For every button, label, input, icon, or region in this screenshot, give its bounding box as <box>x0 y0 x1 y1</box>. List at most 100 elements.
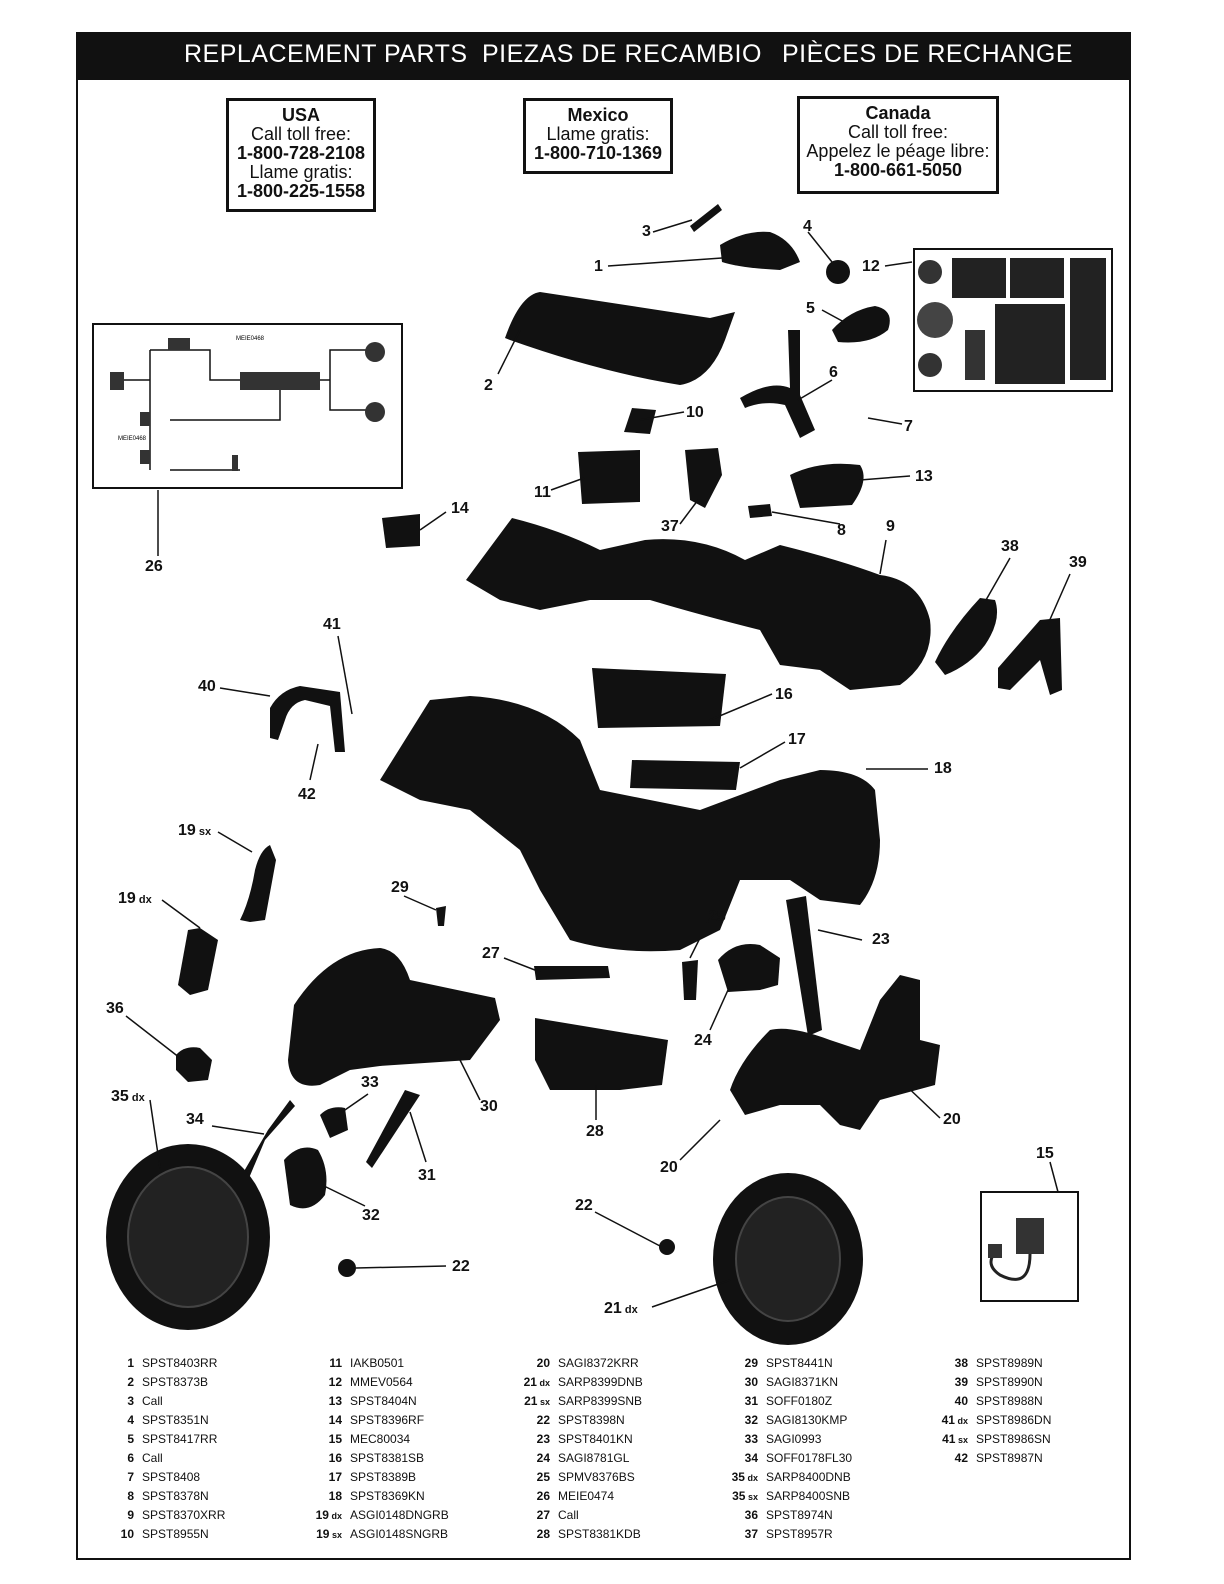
callout-number: 35 <box>111 1088 129 1105</box>
part-number: 41 sx <box>942 1432 968 1446</box>
callout-number: 28 <box>586 1123 604 1140</box>
callout-suffix: dx <box>135 894 152 906</box>
part-number: 1 <box>127 1356 134 1370</box>
part-code: SAGI8130KMP <box>766 1413 848 1427</box>
callout-42: 42 <box>298 786 316 804</box>
callout-number: 42 <box>298 786 316 803</box>
callout-number: 18 <box>934 760 952 777</box>
part-number: 39 <box>954 1375 968 1389</box>
callout-27: 27 <box>482 945 500 963</box>
callout-number: 41 <box>323 616 341 633</box>
mexico-phone1: 1-800-710-1369 <box>533 143 663 163</box>
callout-12: 12 <box>862 258 880 276</box>
callout-39: 39 <box>1069 554 1087 572</box>
callout-13: 13 <box>915 468 933 486</box>
callout-suffix: dx <box>621 1304 638 1316</box>
callout-number: 16 <box>775 686 793 703</box>
part-number: 7 <box>127 1470 134 1484</box>
canada-line2: Appelez le péage libre: <box>806 141 990 161</box>
part-number: 25 <box>536 1470 550 1484</box>
part-number: 17 <box>328 1470 342 1484</box>
part-number: 15 <box>328 1432 342 1446</box>
usa-phone2: 1-800-225-1558 <box>236 181 366 201</box>
part-code: SOFF0180Z <box>766 1394 833 1408</box>
part-number: 41 dx <box>941 1413 968 1427</box>
part-number: 34 <box>744 1451 758 1465</box>
callout-35-dx: 35 dx <box>111 1088 145 1106</box>
callout-number: 22 <box>575 1197 593 1214</box>
part-code: MEC80034 <box>350 1432 411 1446</box>
callout-number: 22 <box>452 1258 470 1275</box>
part-code: SPST8401KN <box>558 1432 633 1446</box>
wheels <box>106 1144 863 1345</box>
callout-7: 7 <box>904 418 913 436</box>
part-number: 38 <box>954 1356 968 1370</box>
part-number: 13 <box>328 1394 342 1408</box>
part-number: 14 <box>328 1413 342 1427</box>
callout-16: 16 <box>775 686 793 704</box>
charger-box <box>980 1191 1079 1302</box>
callout-suffix: sx <box>195 826 212 838</box>
part-number: 37 <box>744 1527 758 1541</box>
callout-number: 5 <box>806 300 815 317</box>
callout-22: 22 <box>575 1197 593 1215</box>
part-code: SARP8400SNB <box>766 1489 851 1503</box>
part-number: 16 <box>328 1451 342 1465</box>
part-number: 33 <box>744 1432 758 1446</box>
callout-25: 25 <box>708 908 726 926</box>
canada-phone1: 1-800-661-5050 <box>833 160 963 180</box>
callout-number: 26 <box>145 558 163 575</box>
part-number: 10 <box>120 1527 134 1541</box>
part-code: SPST8987N <box>976 1451 1043 1465</box>
part-number: 5 <box>127 1432 134 1446</box>
part-code: ASGI0148DNGRB <box>350 1508 449 1522</box>
part-code: SAGI8781GL <box>558 1451 630 1465</box>
part-code: SOFF0178FL30 <box>766 1451 853 1465</box>
callout-number: 11 <box>534 484 551 501</box>
mexico-line1: Llame gratis: <box>546 124 650 144</box>
part-code: SPST8957R <box>766 1527 833 1541</box>
callout-34: 34 <box>186 1111 204 1129</box>
callout-28: 28 <box>586 1123 604 1141</box>
part-number: 4 <box>127 1413 134 1427</box>
callout-40: 40 <box>198 678 216 696</box>
usa-contact-box: USA Call toll free: 1-800-728-2108 Llame… <box>226 98 376 212</box>
callout-4: 4 <box>803 218 812 236</box>
callout-5: 5 <box>806 300 815 318</box>
part-number: 21 dx <box>523 1375 550 1389</box>
callout-19-dx: 19 dx <box>118 890 152 908</box>
part-code: SAGI0993 <box>766 1432 822 1446</box>
callout-10: 10 <box>686 404 704 422</box>
part-code: MEIE0474 <box>558 1489 615 1503</box>
canada-contact-box: Canada Call toll free: Appelez le péage … <box>797 96 999 194</box>
part-code: SPST8370XRR <box>142 1508 226 1522</box>
part-number: 36 <box>744 1508 758 1522</box>
part-number: 31 <box>744 1394 758 1408</box>
callout-number: 30 <box>480 1098 498 1115</box>
callout-number: 17 <box>788 731 806 748</box>
callout-number: 14 <box>451 500 469 517</box>
callout-number: 38 <box>1001 538 1019 555</box>
callout-number: 37 <box>661 518 679 535</box>
part-code: SPST8955N <box>142 1527 209 1541</box>
part-number: 27 <box>536 1508 550 1522</box>
part-number: 24 <box>536 1451 550 1465</box>
callout-37: 37 <box>661 518 679 536</box>
part-number: 23 <box>536 1432 550 1446</box>
callout-20: 20 <box>660 1159 678 1177</box>
part-code: SPST8396RF <box>350 1413 425 1427</box>
callout-2: 2 <box>484 377 493 395</box>
